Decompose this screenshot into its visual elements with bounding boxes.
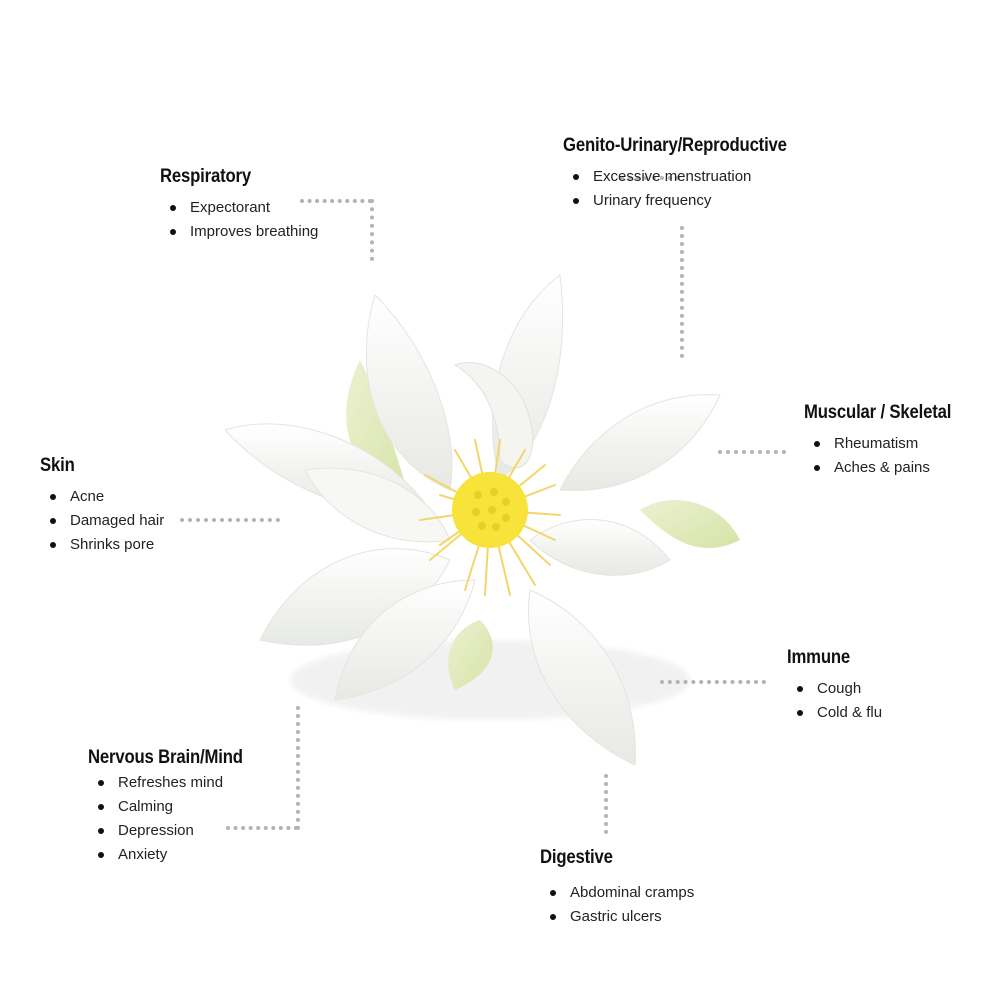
group-immune: Immune Cough Cold & flu	[787, 647, 882, 725]
list-item: Calming	[88, 795, 264, 819]
list-item: Improves breathing	[160, 220, 318, 244]
group-list: Refreshes mind Calming Depression Anxiet…	[88, 771, 264, 867]
sepal-bottom	[448, 620, 493, 690]
petal-front-lower-left	[334, 579, 476, 701]
group-list: Rheumatism Aches & pains	[804, 432, 971, 480]
group-list: Excessive menstruation Urinary frequency	[563, 165, 817, 213]
list-item: Rheumatism	[804, 432, 971, 456]
petal-back-right	[559, 394, 721, 491]
sepal-right	[640, 500, 740, 549]
group-title: Skin	[40, 455, 75, 476]
group-title: Muscular / Skeletal	[804, 402, 952, 423]
group-nervous: Nervous Brain/Mind Refreshes mind Calmin…	[88, 747, 264, 867]
list-item: Anxiety	[88, 843, 264, 867]
group-list: Expectorant Improves breathing	[160, 196, 318, 244]
group-muscular-skeletal: Muscular / Skeletal Rheumatism Aches & p…	[804, 402, 971, 480]
connector-immune	[660, 680, 766, 684]
group-list: Cough Cold & flu	[787, 677, 882, 725]
connector-respiratory-h	[300, 199, 372, 203]
list-item: Aches & pains	[804, 456, 971, 480]
list-item: Urinary frequency	[563, 189, 817, 213]
list-item: Depression	[88, 819, 264, 843]
connector-genito-v	[680, 226, 684, 358]
petal-curled	[453, 361, 534, 469]
group-title: Immune	[787, 647, 851, 668]
group-title: Respiratory	[160, 166, 251, 187]
list-item: Damaged hair	[40, 509, 164, 533]
seed-pods	[472, 488, 510, 531]
group-title: Digestive	[540, 847, 613, 868]
list-item: Abdominal cramps	[540, 881, 694, 905]
group-list: Abdominal cramps Gastric ulcers	[540, 881, 694, 929]
group-genito-urinary: Genito-Urinary/Reproductive Excessive me…	[563, 135, 817, 213]
list-item: Excessive menstruation	[563, 165, 817, 189]
list-item: Expectorant	[160, 196, 318, 220]
list-item: Refreshes mind	[88, 771, 264, 795]
group-skin: Skin Acne Damaged hair Shrinks pore	[40, 455, 164, 557]
connector-muscular	[718, 450, 786, 454]
list-item: Cough	[787, 677, 882, 701]
petal-front-lower-right	[528, 589, 636, 766]
list-item: Shrinks pore	[40, 533, 164, 557]
lotus-flower-image	[224, 274, 740, 766]
list-item: Acne	[40, 485, 164, 509]
group-respiratory: Respiratory Expectorant Improves breathi…	[160, 166, 318, 244]
group-title: Nervous Brain/Mind	[88, 747, 243, 768]
connector-digestive	[604, 774, 608, 834]
connector-genito-h	[620, 176, 680, 180]
group-digestive: Digestive Abdominal cramps Gastric ulcer…	[540, 847, 694, 929]
group-title: Genito-Urinary/Reproductive	[563, 135, 787, 156]
connector-nervous-v	[296, 706, 300, 830]
petal-front-left	[259, 548, 451, 646]
connector-respiratory-v	[370, 199, 374, 261]
group-list: Acne Damaged hair Shrinks pore	[40, 485, 164, 557]
list-item: Cold & flu	[787, 701, 882, 725]
petal-front-right	[529, 519, 671, 576]
petal-inner-left	[304, 467, 451, 543]
connector-skin	[180, 518, 280, 522]
petal-back-left	[365, 294, 453, 491]
list-item: Gastric ulcers	[540, 905, 694, 929]
connector-nervous-h	[226, 826, 298, 830]
